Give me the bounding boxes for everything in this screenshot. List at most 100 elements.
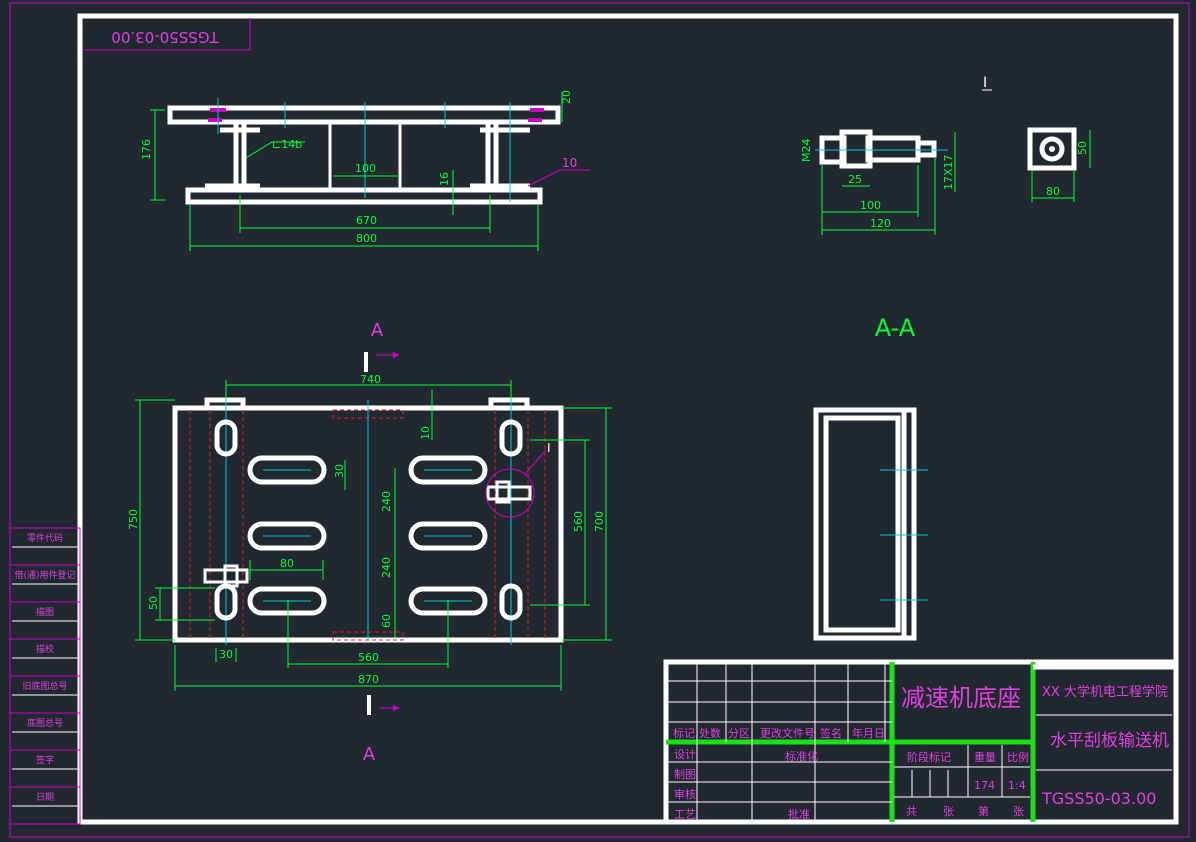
side-label: 描校 bbox=[36, 643, 54, 655]
dim-60: 60 bbox=[380, 614, 393, 628]
project-name: 水平刮板输送机 bbox=[1050, 731, 1169, 751]
side-label: 零件代码 bbox=[27, 532, 63, 544]
key-block bbox=[1027, 127, 1077, 171]
dim-20: 20 bbox=[560, 90, 573, 104]
side-label: 签字 bbox=[36, 754, 54, 766]
total-sheets-unit: 张 bbox=[943, 805, 954, 818]
weld-leader bbox=[527, 169, 590, 187]
left-channel bbox=[205, 122, 260, 189]
side-center-lines bbox=[217, 98, 511, 202]
weight-value: 174 bbox=[974, 779, 995, 792]
drawing-code: TGSS50-03.00 bbox=[1041, 789, 1156, 808]
detail-circle bbox=[485, 468, 535, 518]
hidden-rib bbox=[332, 409, 404, 641]
weight-label: 重量 bbox=[974, 750, 996, 764]
approval-row-label: 工艺 bbox=[674, 808, 696, 821]
sheet-number-label: 第 bbox=[978, 804, 989, 818]
key-block-hole bbox=[1039, 136, 1065, 162]
dim-30-foot: 30 bbox=[219, 648, 233, 661]
side-label: 描图 bbox=[36, 606, 54, 618]
bolt-detail-label: I bbox=[983, 75, 987, 91]
dim-16: 16 bbox=[438, 172, 451, 186]
slot-hole bbox=[408, 521, 488, 551]
dim-176-line bbox=[150, 109, 165, 201]
side-label: 底图总号 bbox=[27, 717, 63, 729]
side-label: 日期 bbox=[36, 792, 54, 803]
dim-240-lower: 240 bbox=[380, 557, 393, 578]
section-inner bbox=[823, 415, 901, 633]
bolt-shank bbox=[865, 135, 921, 163]
dim-240-upper: 240 bbox=[380, 491, 393, 512]
approve-label: 批准 bbox=[788, 807, 810, 821]
dim-670-line bbox=[239, 195, 491, 233]
dim-30-slot: 30 bbox=[333, 464, 346, 478]
dim-m24: M24 bbox=[800, 139, 813, 163]
section-aa-view bbox=[813, 407, 928, 641]
revision-header: 分区 bbox=[728, 727, 750, 740]
section-center-marks bbox=[880, 469, 928, 601]
drawing-name: 减速机底座 bbox=[901, 684, 1021, 712]
revision-header: 处数 bbox=[699, 727, 721, 740]
slot-hole bbox=[499, 419, 523, 457]
scale-label: 比例 bbox=[1007, 750, 1029, 764]
code-stamp-box bbox=[83, 18, 251, 51]
dim-10-edge: 10 bbox=[419, 426, 432, 440]
dim-25: 25 bbox=[848, 173, 862, 186]
right-channel bbox=[470, 122, 530, 189]
dim-100-bolt-line bbox=[821, 165, 919, 235]
bolt-left bbox=[203, 564, 249, 588]
section-outer bbox=[813, 407, 917, 641]
dim-740: 740 bbox=[360, 373, 381, 386]
outer-sheet-border bbox=[9, 2, 1190, 838]
dim-700: 700 bbox=[593, 511, 606, 532]
approval-row-label: 制图 bbox=[674, 768, 696, 781]
dim-50-block: 50 bbox=[1076, 141, 1089, 155]
top-plate bbox=[167, 105, 561, 125]
weld-symbol: 10 bbox=[562, 156, 577, 170]
dim-17x17: 17X17 bbox=[942, 154, 955, 190]
dim-560-right: 560 bbox=[572, 511, 585, 532]
dim-670: 670 bbox=[356, 214, 377, 227]
title-block-green-lines bbox=[666, 662, 1036, 822]
dim-176: 176 bbox=[140, 139, 153, 160]
revision-headers: 标记处数分区更改文件号签名年月日 bbox=[673, 726, 885, 740]
standardization-label: 标准化 bbox=[785, 749, 818, 763]
sheet-number-unit: 张 bbox=[1013, 805, 1024, 818]
drawing-frame bbox=[77, 13, 1179, 825]
scale-value: 1:4 bbox=[1008, 779, 1026, 792]
approval-row-label: 审核 bbox=[674, 787, 696, 801]
slot-hole bbox=[408, 455, 488, 485]
view-a-top-label: A bbox=[371, 320, 384, 341]
section-aa-label: A-A bbox=[875, 314, 916, 342]
dim-bolt-100: 100 bbox=[860, 199, 881, 212]
revision-header: 更改文件号 bbox=[760, 726, 815, 740]
total-sheets-label: 共 bbox=[906, 805, 917, 818]
dim-750: 750 bbox=[127, 509, 140, 530]
plan-view: I 740 10 30 240 240 60 80 750 560 700 50… bbox=[127, 373, 612, 691]
revision-header: 标记 bbox=[673, 726, 695, 740]
side-label: 旧底图总号 bbox=[22, 680, 67, 692]
top-plate-hatch-left bbox=[208, 108, 226, 122]
channel-label: ⊏14b bbox=[272, 138, 302, 151]
cross-ribs bbox=[328, 122, 402, 188]
side-label: 借(通)用件登记 bbox=[14, 569, 75, 581]
dim-870: 870 bbox=[358, 673, 379, 686]
plan-detail-label: I bbox=[547, 441, 551, 455]
dim-120: 120 bbox=[870, 217, 891, 230]
slot-hole bbox=[247, 586, 327, 616]
revision-header: 年月日 bbox=[852, 726, 885, 740]
bottom-plate bbox=[185, 187, 543, 205]
dim-800: 800 bbox=[356, 232, 377, 245]
dim-100: 100 bbox=[355, 162, 376, 175]
approval-row-label: 设计 bbox=[674, 748, 696, 761]
dim-50-slot: 50 bbox=[147, 596, 160, 610]
stage-label: 阶段标记 bbox=[907, 750, 951, 764]
dim-560-bottom: 560 bbox=[358, 651, 379, 664]
view-a-bottom-label: A bbox=[363, 744, 376, 765]
bolt-tip bbox=[915, 140, 937, 158]
title-block: 减速机底座 XX 大学机电工程学院 水平刮板输送机 TGSS50-03.00 标… bbox=[663, 659, 1179, 825]
